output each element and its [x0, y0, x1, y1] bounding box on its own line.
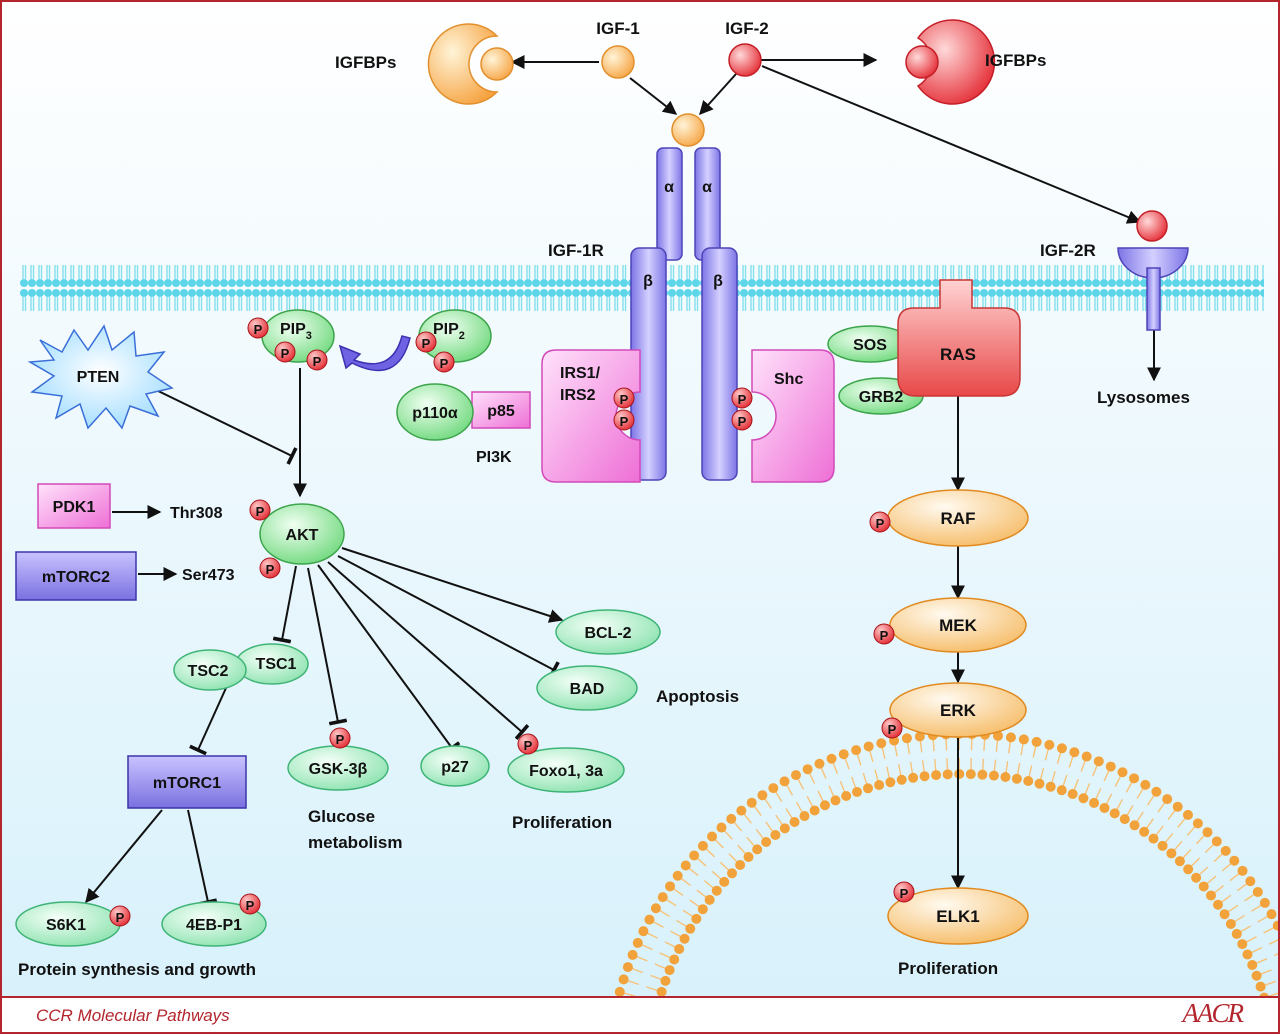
- phospho-marker: P: [250, 500, 270, 520]
- gsk3b-label: GSK-3β: [309, 761, 368, 778]
- phospho-marker: P: [275, 342, 295, 362]
- irs-label-line2: IRS2: [560, 387, 596, 404]
- svg-text:P: P: [440, 356, 449, 371]
- svg-text:P: P: [313, 354, 322, 369]
- igf1r-label: IGF-1R: [548, 241, 604, 260]
- raf-label: RAF: [941, 509, 976, 528]
- aacr-logo: AACR: [1183, 998, 1243, 1029]
- alpha-subunit-left: [657, 148, 682, 260]
- s6k1-label: S6K1: [46, 917, 86, 934]
- bcl2-label: BCL-2: [584, 625, 631, 642]
- beta-label-right: β: [713, 273, 723, 290]
- p85-label: p85: [487, 403, 515, 420]
- svg-text:P: P: [281, 346, 290, 361]
- phospho-marker: P: [882, 718, 902, 738]
- thr308-label: Thr308: [170, 505, 223, 522]
- phospho-marker: P: [518, 734, 538, 754]
- glucose-label-line1: Glucose: [308, 807, 375, 826]
- proliferation-nucleus-label: Proliferation: [898, 959, 998, 978]
- shc-label: Shc: [774, 371, 803, 388]
- igf2r-label: IGF-2R: [1040, 241, 1096, 260]
- svg-text:P: P: [880, 628, 889, 643]
- svg-text:P: P: [900, 886, 909, 901]
- svg-text:P: P: [620, 392, 629, 407]
- igfbps-left-label: IGFBPs: [335, 53, 396, 72]
- sos-label: SOS: [853, 337, 887, 354]
- pten-label: PTEN: [77, 369, 120, 386]
- tsc2-label: TSC2: [188, 663, 229, 680]
- ser473-label: Ser473: [182, 567, 235, 584]
- elk1-label: ELK1: [936, 907, 979, 926]
- svg-text:P: P: [246, 898, 255, 913]
- alpha-label-right: α: [702, 179, 712, 196]
- foxo-label: Foxo1, 3a: [529, 763, 603, 780]
- p27-label: p27: [441, 759, 469, 776]
- 4ebp1-label: 4EB-P1: [186, 917, 242, 934]
- p110-label: p110α: [412, 405, 458, 422]
- ras-label: RAS: [940, 345, 976, 364]
- phospho-marker: P: [110, 906, 130, 926]
- phospho-marker: P: [260, 558, 280, 578]
- irs-label-line1: IRS1/: [560, 365, 601, 382]
- svg-text:P: P: [116, 910, 125, 925]
- phospho-marker: P: [874, 624, 894, 644]
- phospho-marker: P: [307, 350, 327, 370]
- mtorc2-label: mTORC2: [42, 569, 110, 586]
- phospho-marker: P: [894, 882, 914, 902]
- footer-journal-label: CCR Molecular Pathways: [36, 1006, 230, 1026]
- tsc1-label: TSC1: [256, 656, 297, 673]
- igf2r-bound-ligand: [1137, 211, 1167, 241]
- footer-bar: CCR Molecular Pathways AACR: [0, 996, 1280, 1036]
- svg-text:P: P: [336, 732, 345, 747]
- phospho-marker: P: [248, 318, 268, 338]
- bad-label: BAD: [570, 681, 605, 698]
- phospho-marker: P: [416, 332, 436, 352]
- svg-text:P: P: [524, 738, 533, 753]
- mek-label: MEK: [939, 616, 978, 635]
- svg-text:P: P: [876, 516, 885, 531]
- bound-igf-ligand: [672, 114, 704, 146]
- phospho-marker: P: [870, 512, 890, 532]
- svg-text:P: P: [266, 562, 275, 577]
- alpha-label-left: α: [664, 179, 674, 196]
- svg-text:P: P: [738, 414, 747, 429]
- igf1-label: IGF-1: [596, 19, 639, 38]
- protein-synthesis-label: Protein synthesis and growth: [18, 960, 256, 979]
- svg-text:P: P: [738, 392, 747, 407]
- phospho-marker: P: [330, 728, 350, 748]
- svg-text:P: P: [888, 722, 897, 737]
- mtorc1-label: mTORC1: [153, 775, 221, 792]
- igfbps-right-label: IGFBPs: [985, 51, 1046, 70]
- erk-label: ERK: [940, 701, 977, 720]
- phospho-marker: P: [732, 410, 752, 430]
- phospho-marker: P: [614, 388, 634, 408]
- cytoplasm-background: [2, 2, 1278, 996]
- svg-text:P: P: [256, 504, 265, 519]
- phospho-marker: P: [732, 388, 752, 408]
- apoptosis-label: Apoptosis: [656, 687, 739, 706]
- pi3k-label: PI3K: [476, 449, 512, 466]
- igf1-ligand: [602, 46, 634, 78]
- svg-text:P: P: [254, 322, 263, 337]
- alpha-subunit-right: [695, 148, 720, 260]
- phospho-marker: P: [434, 352, 454, 372]
- igf2-label: IGF-2: [725, 19, 768, 38]
- akt-label: AKT: [286, 527, 319, 544]
- lysosomes-label: Lysosomes: [1097, 388, 1190, 407]
- proliferation-akt-label: Proliferation: [512, 813, 612, 832]
- beta-label-left: β: [643, 273, 653, 290]
- svg-text:P: P: [620, 414, 629, 429]
- phospho-marker: P: [240, 894, 260, 914]
- phospho-marker: P: [614, 410, 634, 430]
- pdk1-label: PDK1: [53, 499, 96, 516]
- glucose-label-line2: metabolism: [308, 833, 402, 852]
- grb2-label: GRB2: [859, 389, 904, 406]
- igf2-ligand: [729, 44, 761, 76]
- svg-text:P: P: [422, 336, 431, 351]
